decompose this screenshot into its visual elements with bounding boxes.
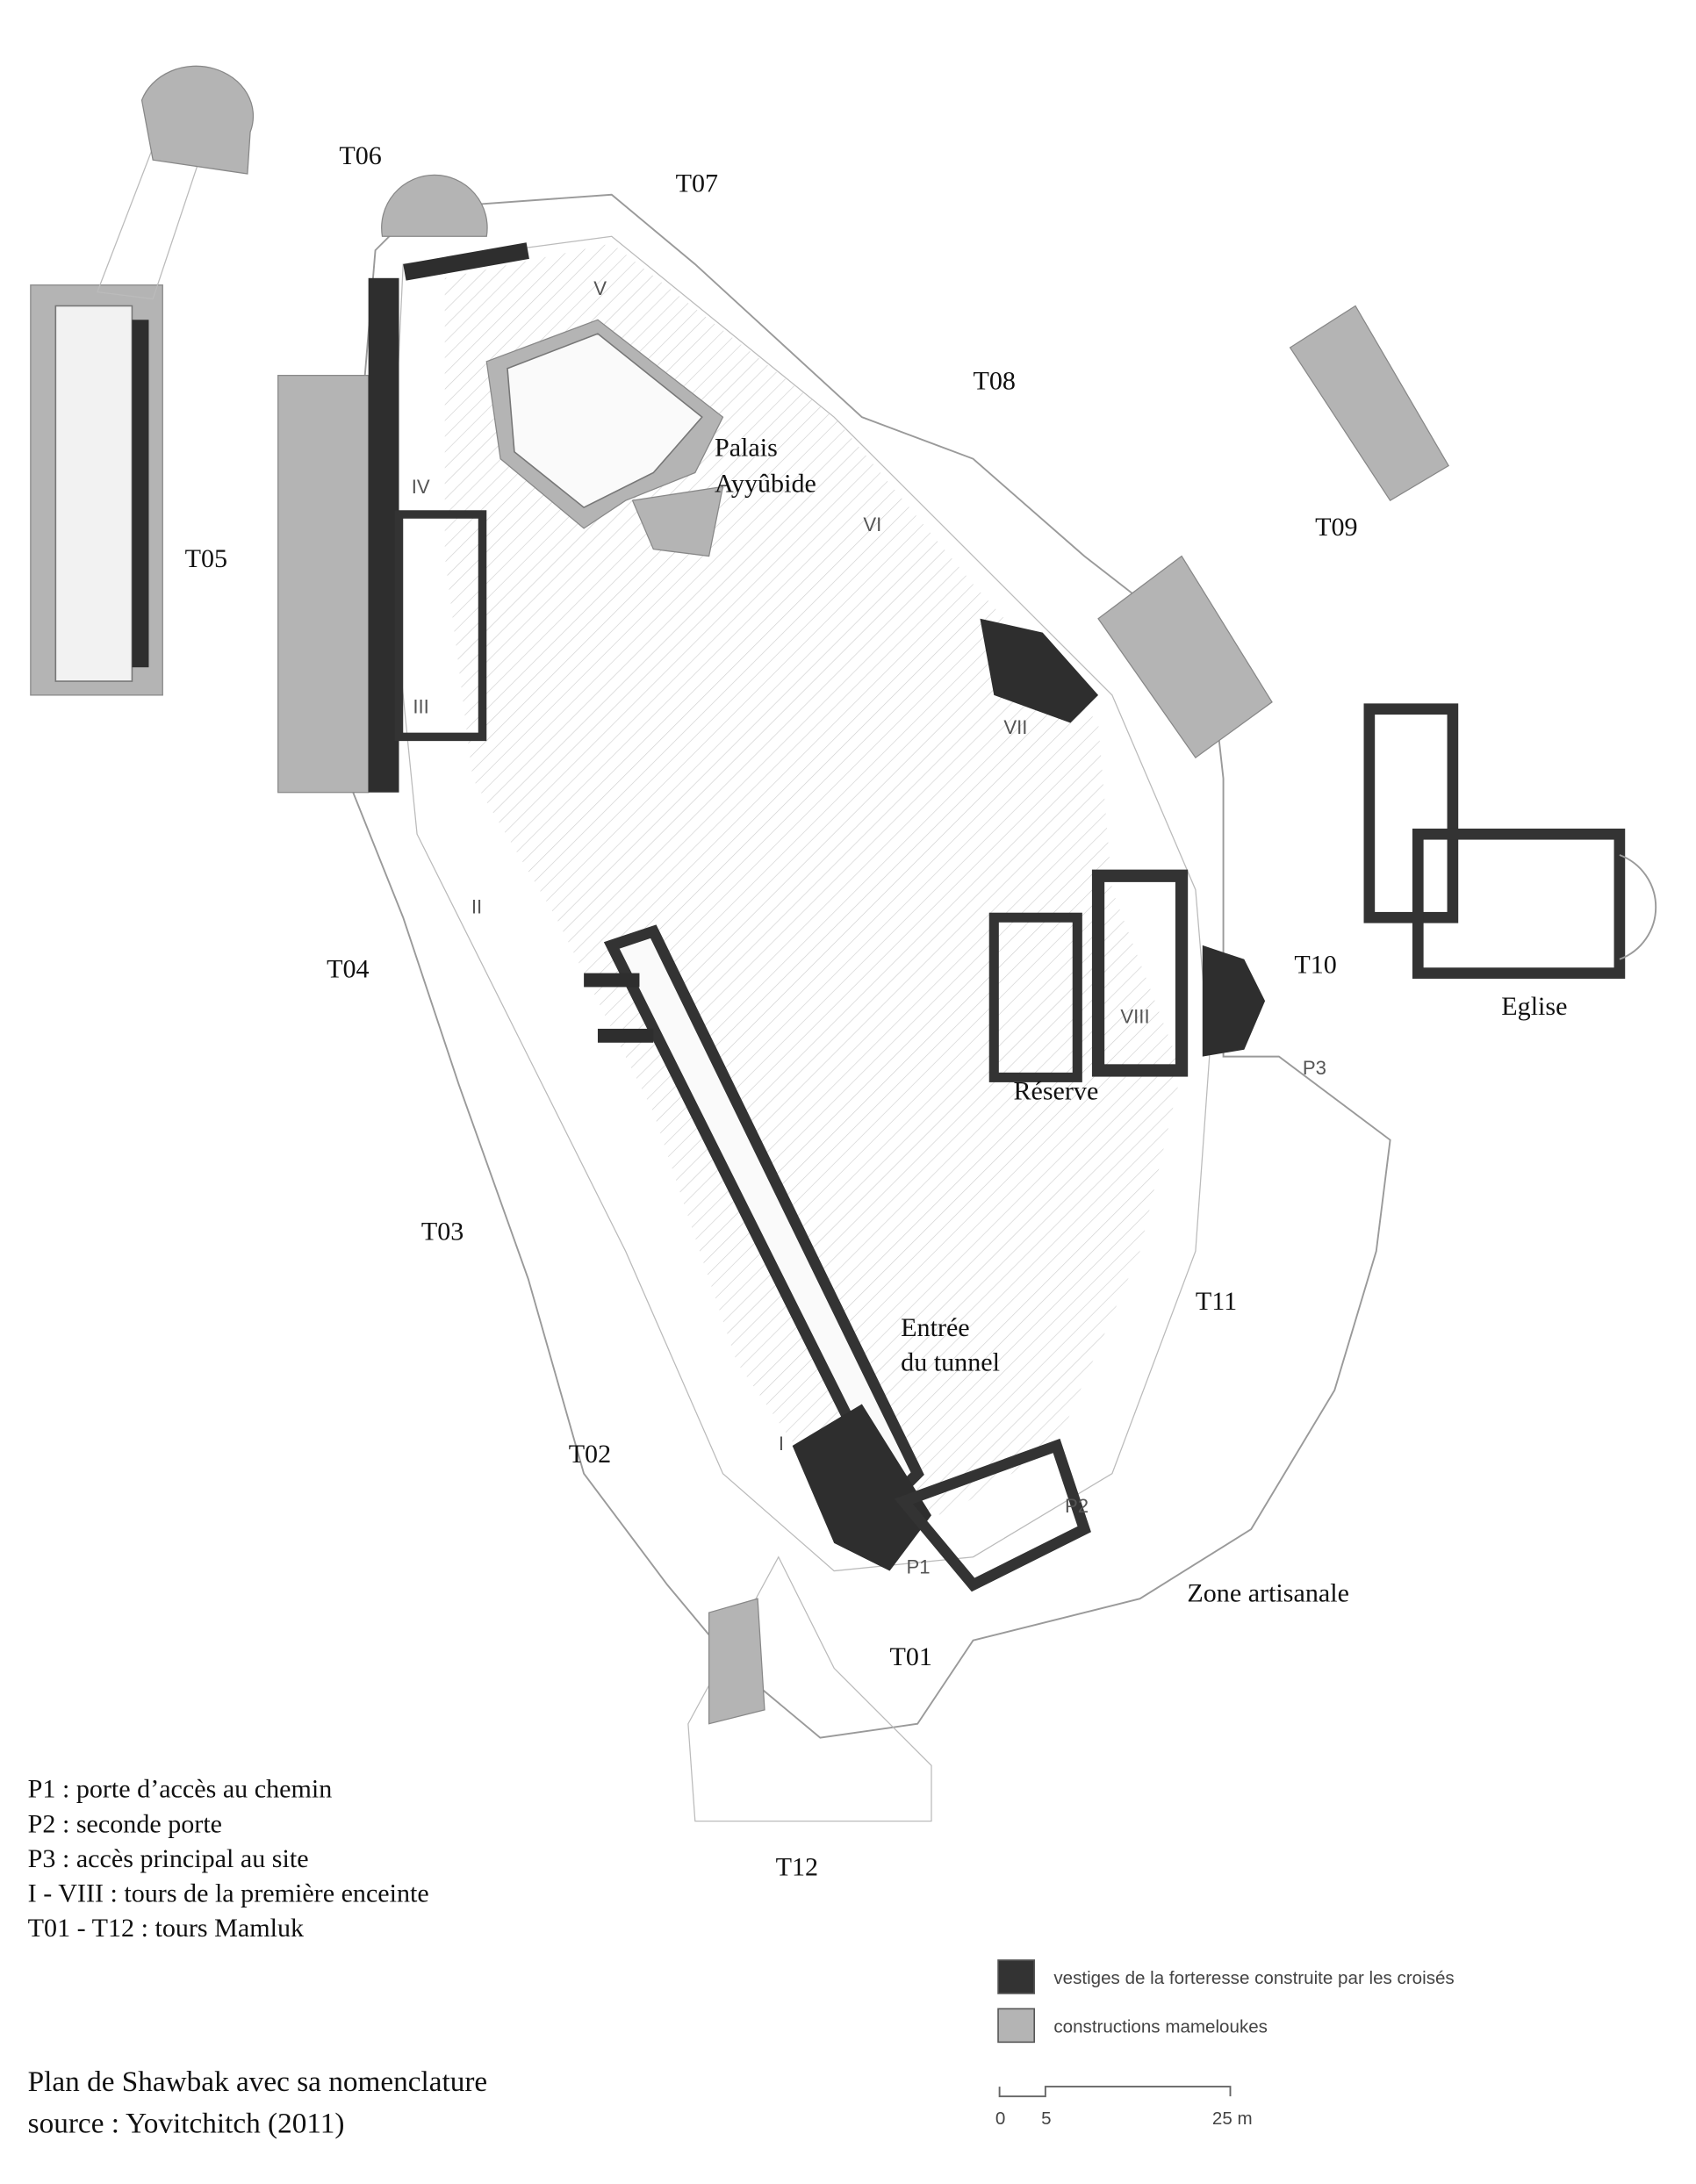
legend-swatch-crusader xyxy=(997,1959,1035,1994)
scale-tick-5: 5 xyxy=(1041,2109,1051,2129)
label-palais-2: Ayyûbide xyxy=(715,469,816,499)
label-tower-iii: III xyxy=(413,695,428,717)
reserve-structure xyxy=(988,869,1266,1082)
palais-ayyubide-structure xyxy=(485,319,724,557)
nomenclature-item: P3 : accès principal au site xyxy=(28,1843,309,1873)
label-t06: T06 xyxy=(339,140,381,170)
label-t02: T02 xyxy=(569,1439,611,1469)
scale-tick-0: 0 xyxy=(995,2109,1005,2129)
tower-t06-structure xyxy=(381,174,488,237)
label-reserve: Réserve xyxy=(1013,1076,1098,1106)
label-tower-vi: VI xyxy=(863,514,881,535)
label-tower-vii: VII xyxy=(1003,716,1027,738)
label-t11: T11 xyxy=(1196,1286,1237,1316)
label-t05: T05 xyxy=(185,543,227,573)
tower-t09-structure xyxy=(1097,555,1273,759)
label-t01: T01 xyxy=(890,1642,932,1671)
label-tower-viii: VIII xyxy=(1120,1006,1149,1028)
label-t04: T04 xyxy=(327,953,369,983)
scale-bar xyxy=(998,2086,1232,2098)
outer-enceinte xyxy=(346,193,1391,1739)
label-p3: P3 xyxy=(1303,1057,1326,1079)
label-palais-1: Palais xyxy=(715,433,778,463)
map-labels: T06 T07 T08 T09 T05 T04 T10 T03 T11 T02 … xyxy=(185,140,1568,1881)
eglise-structure xyxy=(1363,703,1657,979)
tower-t09-annex xyxy=(1289,305,1449,502)
label-p1: P1 xyxy=(907,1556,931,1578)
tower-vii-structure xyxy=(980,618,1099,723)
label-t08: T08 xyxy=(974,365,1016,395)
second-enceinte xyxy=(388,235,1211,1572)
label-t07: T07 xyxy=(676,169,718,198)
legend-label-crusader: vestiges de la forteresse construite par… xyxy=(1053,1968,1454,1988)
label-t09: T09 xyxy=(1315,512,1357,542)
label-tower-ii: II xyxy=(471,896,482,918)
label-t10: T10 xyxy=(1294,950,1336,980)
caption-title: Plan de Shawbak avec sa nomenclature xyxy=(28,2065,488,2098)
label-eglise: Eglise xyxy=(1501,991,1567,1021)
west-wall-block xyxy=(277,242,529,794)
tower-t12-structure xyxy=(687,1555,932,1822)
tower-t05-structure xyxy=(30,65,255,696)
caption-source: source : Yovitchitch (2011) xyxy=(28,2107,345,2139)
label-p2: P2 xyxy=(1065,1495,1089,1517)
label-tower-iv: IV xyxy=(412,476,430,498)
label-zone-artisanale: Zone artisanale xyxy=(1187,1577,1349,1607)
legend-swatch-mamluk xyxy=(997,2008,1035,2044)
legend-label-mamluk: constructions mameloukes xyxy=(1053,2016,1268,2037)
label-tower-i: I xyxy=(779,1433,784,1455)
map-legend: vestiges de la forteresse construite par… xyxy=(995,1959,1455,2129)
label-t12: T12 xyxy=(776,1851,818,1881)
nomenclature-item: T01 - T12 : tours Mamluk xyxy=(28,1913,305,1943)
tunnel-structure xyxy=(584,924,1091,1592)
inner-courtyard xyxy=(444,243,1182,1516)
label-tunnel-2: du tunnel xyxy=(901,1347,1000,1377)
label-t03: T03 xyxy=(421,1217,464,1246)
tower-t01-mamluk-block xyxy=(708,1598,765,1725)
label-tunnel-1: Entrée xyxy=(901,1312,970,1342)
nomenclature-item: P2 : seconde porte xyxy=(28,1808,222,1838)
nomenclature-item: I - VIII : tours de la première enceinte xyxy=(28,1878,429,1907)
nomenclature-list: P1 : porte d’accès au chemin P2 : second… xyxy=(28,1774,429,1943)
scale-tick-25: 25 m xyxy=(1212,2109,1253,2129)
nomenclature-item: P1 : porte d’accès au chemin xyxy=(28,1774,333,1804)
label-tower-v: V xyxy=(593,277,607,299)
